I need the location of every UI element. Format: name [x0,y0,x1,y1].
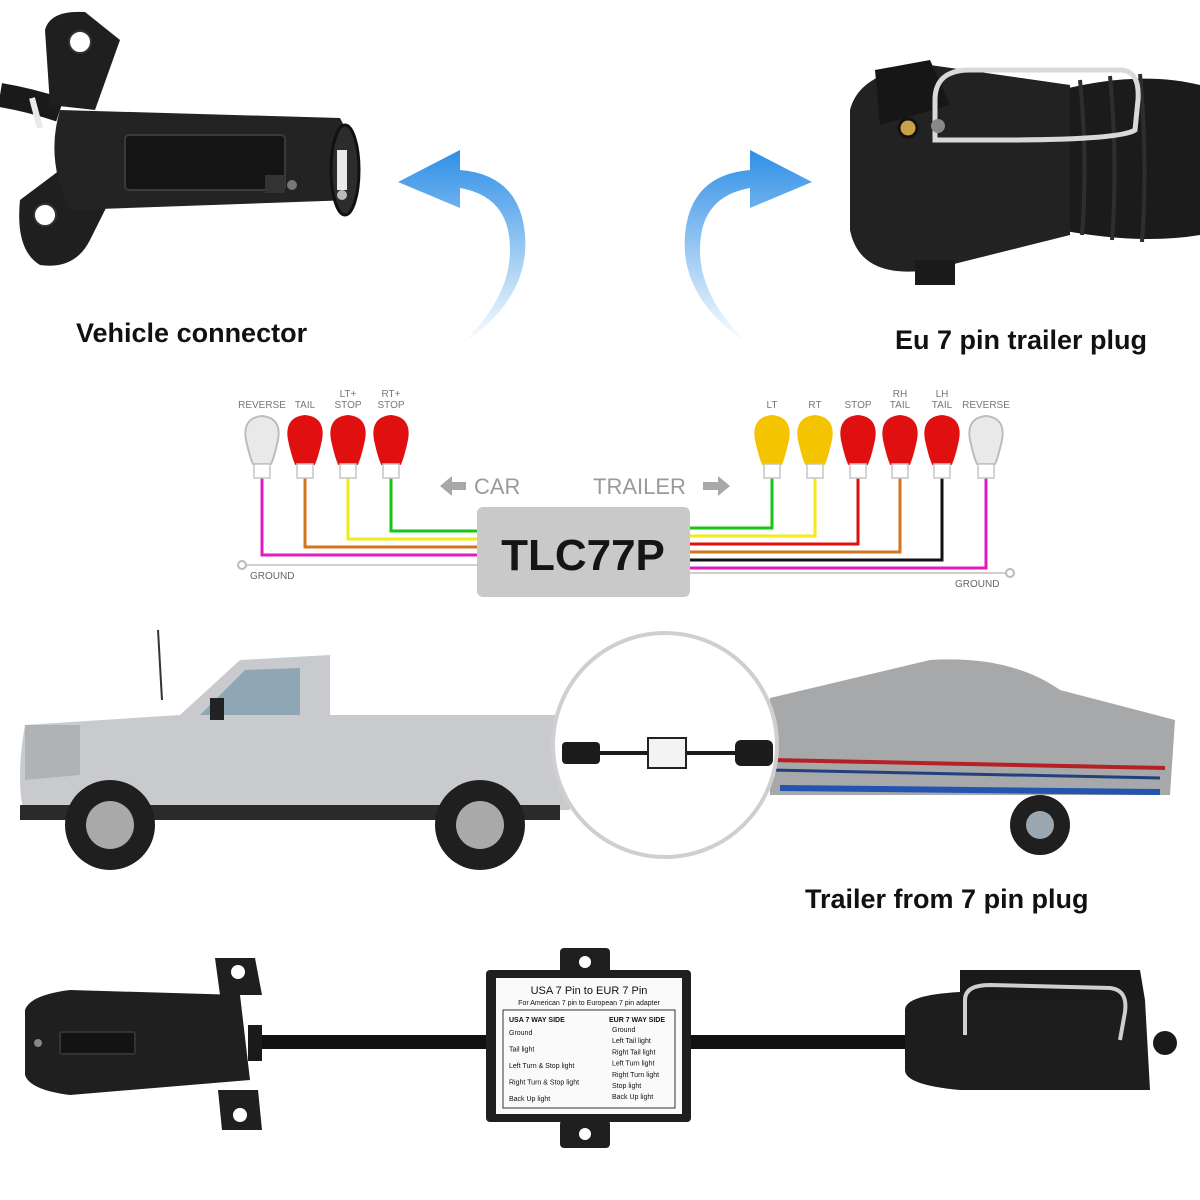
boat-trailer-image [769,659,1175,855]
usa-side-item: Ground [509,1030,532,1037]
car-bulb-3: RT+STOP [373,389,409,479]
eur-side-item: Ground [612,1027,635,1034]
ground-label-right: GROUND [955,579,999,590]
bulb-label: STOP [377,400,404,411]
eur-side-item: Left Turn light [612,1061,654,1068]
bulb-label: REVERSE [238,400,286,411]
trailer-bulb-5: REVERSE [962,400,1010,479]
usa-side-item: Right Turn & Stop light [509,1080,579,1087]
usa-side-item: Back Up light [509,1096,550,1103]
car-wire [260,478,478,557]
trailer-wire [690,478,860,546]
trailer-bulb-2: STOP [840,400,876,479]
car-bulb-0: REVERSE [238,400,286,479]
bulb-label: REVERSE [962,400,1010,411]
adapter-product-image: USA 7 Pin to EUR 7 Pin For American 7 pi… [25,948,1177,1148]
bulb-label: STOP [844,400,871,411]
car-wire [346,478,478,541]
eur-side-header: EUR 7 WAY SIDE [609,1017,665,1024]
truck-trailer-scene [20,629,1175,870]
bulb-label: TAIL [295,400,316,411]
usa-side-header: USA 7 WAY SIDE [509,1017,565,1024]
bulb-label: RT+ [382,389,401,400]
usa-side-item: Left Turn & Stop light [509,1063,574,1070]
pickup-truck-image [20,629,570,870]
adapter-box-subtitle: For American 7 pin to European 7 pin ada… [518,1000,660,1007]
eur-side-item: Stop light [612,1083,641,1090]
eur-side-item: Back Up light [612,1094,653,1101]
trailer-label: TRAILER [593,474,686,499]
left-arrow-icon [440,476,466,496]
car-bulb-1: TAIL [287,400,323,479]
tlc77p-module [477,507,690,597]
adapter-zoom-image [562,737,773,769]
trailer-wire [690,478,817,538]
eur-side-item: Right Turn light [612,1072,659,1079]
trailer-from-caption: Trailer from 7 pin plug [805,884,1089,914]
bulb-label: TAIL [932,400,953,411]
module-label: TLC77P [501,531,665,580]
vehicle-connector-image [0,11,361,266]
eu-plug-caption: Eu 7 pin trailer plug [895,325,1148,355]
car-wire [389,478,478,533]
trailer-wire [690,478,774,530]
vehicle-connector-caption: Vehicle connector [76,318,308,348]
eu-plug-image [850,60,1200,285]
ground-label-left: GROUND [250,571,294,582]
bulb-label: STOP [334,400,361,411]
car-wire [303,478,478,549]
eur-side-item: Right Tail light [612,1049,656,1056]
curved-arrow-right-icon [684,150,812,345]
bulb-label: RT [808,400,821,411]
bulb-label: TAIL [890,400,911,411]
eur-side-item: Left Tail light [612,1038,651,1045]
trailer-wires [690,478,988,570]
bulb-label: LT [767,400,778,411]
car-bulb-2: LT+STOP [330,389,366,479]
trailer-bulb-0: LT [754,400,790,479]
bulb-label: LT+ [340,389,357,400]
bulb-label: RH [893,389,907,400]
trailer-wire [690,478,902,554]
trailer-wire [690,478,944,562]
bulb-label: LH [936,389,949,400]
adapter-box-title: USA 7 Pin to EUR 7 Pin [531,985,648,997]
trailer-wire [690,478,988,570]
curved-arrow-left-icon [398,150,526,345]
trailer-bulb-1: RT [797,400,833,479]
car-label: CAR [474,474,520,499]
usa-side-item: Tail light [509,1047,534,1054]
car-wires [260,478,478,557]
right-arrow-icon [703,476,730,496]
